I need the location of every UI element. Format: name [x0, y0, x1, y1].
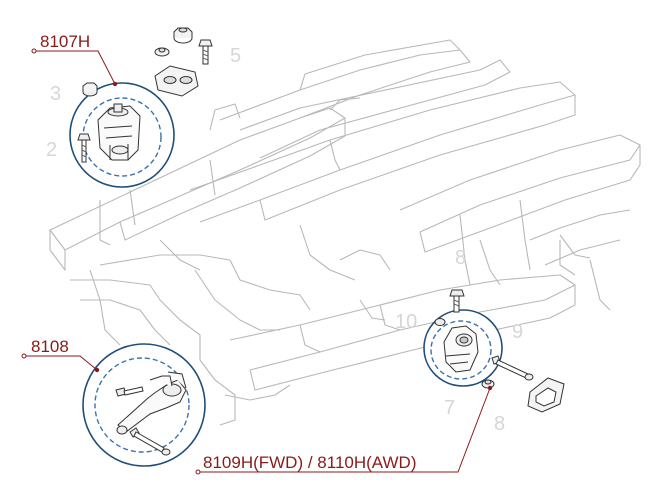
lower-nut-icon[interactable] [481, 379, 495, 389]
vertical-bolt-icon[interactable] [449, 289, 465, 313]
bushing-plate-icon[interactable] [527, 377, 565, 413]
ghost-number-7: 7 [444, 397, 456, 419]
engine-mount-icon [97, 103, 141, 161]
rod-bolt-lower-icon [129, 427, 171, 456]
ghost-number-3: 3 [50, 83, 62, 105]
flange-nut-icon[interactable] [173, 27, 193, 44]
mount-bolt-icon [77, 133, 91, 163]
ghost-number-5: 5 [230, 45, 242, 67]
ghost-number-8a: 8 [455, 247, 467, 269]
detail-circle-side-mount[interactable] [423, 309, 503, 387]
upper-hardware-cluster [154, 27, 213, 97]
right-hardware-cluster [449, 289, 565, 413]
hex-bolt-icon[interactable] [198, 39, 213, 65]
leader-8107h [34, 50, 116, 85]
small-nut-icon[interactable] [154, 47, 170, 57]
callout-side-mount[interactable]: 8109H(FWD) / 8110H(AWD) [203, 453, 417, 472]
callout-rear-mount[interactable]: 8108 [31, 337, 69, 356]
ghost-number-2: 2 [46, 139, 58, 161]
leader-lines [21, 48, 493, 475]
torque-rod-icon [116, 371, 187, 435]
ghost-number-8b: 8 [494, 413, 506, 435]
mount-bracket-icon[interactable] [154, 65, 199, 97]
ghost-number-10: 10 [395, 311, 418, 333]
edge-nut-icon [82, 82, 98, 97]
leader-8109h [198, 387, 491, 473]
leader-8108 [24, 355, 98, 371]
detail-circle-upper-mount[interactable] [69, 82, 175, 188]
side-mount-icon [434, 318, 479, 373]
rod-bolt-upper-icon [115, 386, 144, 397]
detail-circle-rear-mount[interactable] [82, 343, 206, 467]
callout-upper-mount[interactable]: 8107H [40, 32, 91, 51]
long-bolt-icon[interactable] [491, 355, 534, 381]
subframe-outline [49, 39, 641, 426]
ghost-number-9: 9 [512, 321, 524, 343]
